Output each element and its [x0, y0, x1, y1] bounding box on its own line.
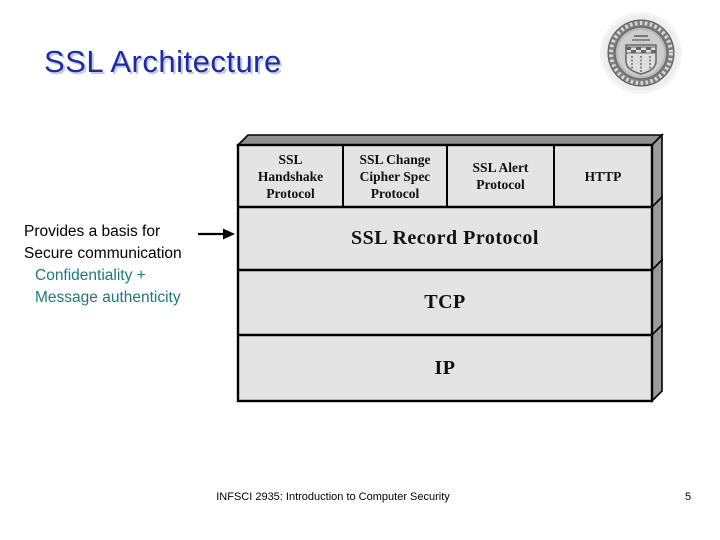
right-arrow-icon — [198, 228, 235, 240]
layer-ssl-record-protocol: SSL Record Protocol — [350, 227, 539, 249]
footer-course-label: INFSCI 2935: Introduction to Computer Se… — [216, 491, 450, 503]
cell-ssl-alert-protocol: SSL Alert Protocol — [472, 160, 529, 192]
annotation-line-4: Message authenticity — [35, 289, 181, 306]
annotation-text: Provides a basis for Secure communicatio… — [24, 221, 224, 309]
slide-title: SSL Architecture — [44, 44, 282, 79]
annotation-line-2: Secure communication — [24, 245, 182, 262]
layer-tcp: TCP — [424, 291, 466, 313]
ssl-protocol-stack-diagram: SSL Handshake Protocol SSL Change Cipher… — [228, 123, 672, 413]
protocol-stack-3d-box — [236, 133, 664, 403]
university-seal-logo — [600, 12, 682, 94]
cell-ssl-change-cipher-spec-protocol: SSL Change Cipher Spec Protocol — [359, 151, 431, 201]
annotation-line-1: Provides a basis for — [24, 223, 161, 240]
cell-ssl-handshake-protocol: SSL Handshake Protocol — [257, 151, 324, 201]
layer-ip: IP — [434, 356, 456, 379]
page-number: 5 — [684, 491, 692, 503]
annotation-line-3: Confidentiality + — [35, 267, 146, 284]
cell-http: HTTP — [584, 168, 622, 184]
